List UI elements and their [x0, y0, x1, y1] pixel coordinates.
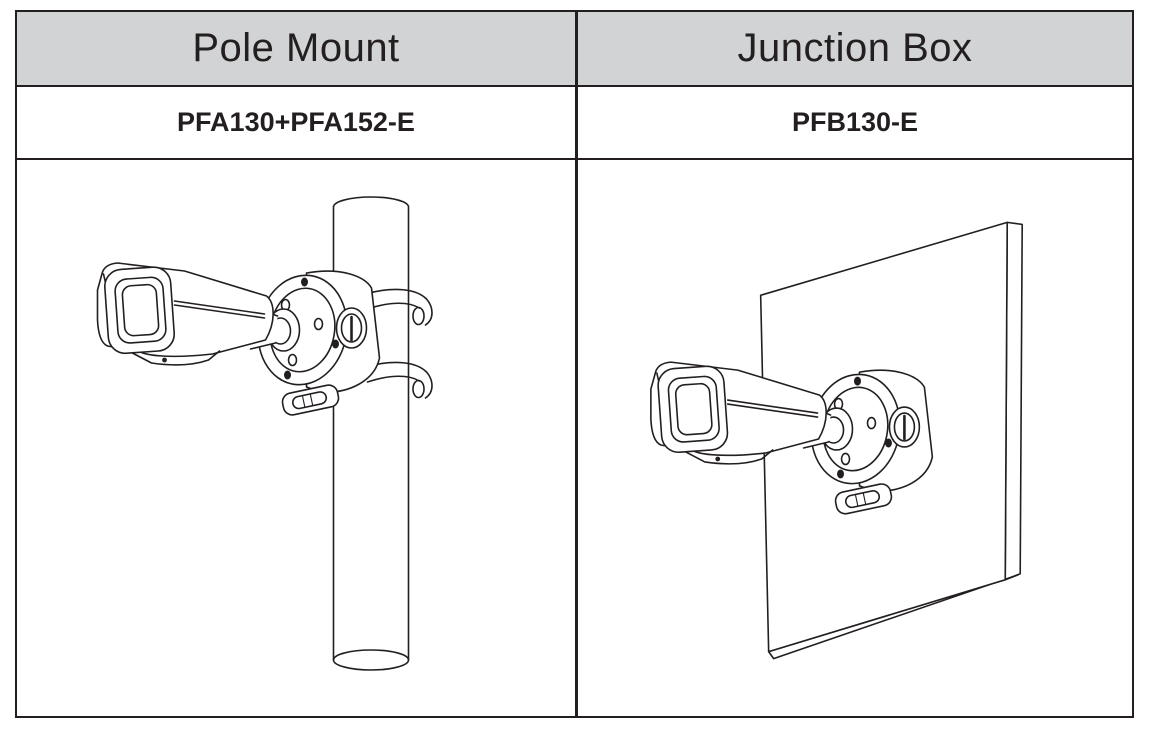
pole-straps	[364, 288, 433, 399]
camera-body	[650, 361, 827, 465]
junction-box-figure	[650, 221, 1023, 660]
mount-options-table: Pole Mount Junction Box PFA130+PFA152-E …	[15, 10, 1134, 718]
camera-on-junction-box	[96, 262, 381, 416]
camera-body	[96, 262, 274, 366]
camera-lens	[104, 266, 176, 355]
pole	[332, 196, 410, 671]
camera-on-junction-box	[650, 361, 934, 515]
header-cell-pole-mount: Pole Mount	[17, 12, 575, 85]
cable-clip	[834, 483, 893, 515]
model-cell-junction-box: PFB130-E	[575, 85, 1132, 158]
header-cell-junction-box: Junction Box	[575, 12, 1132, 85]
pole-mount-model-label: PFA130+PFA152-E	[177, 107, 415, 137]
camera-lens	[657, 365, 729, 454]
figure-cell-junction-box	[575, 158, 1132, 716]
model-cell-pole-mount: PFA130+PFA152-E	[17, 85, 575, 158]
cable-clip	[281, 384, 340, 416]
pole-mount-figure	[96, 196, 433, 671]
junction-box-header-label: Junction Box	[737, 26, 973, 70]
figure-cell-pole-mount	[17, 158, 575, 716]
side-screw	[888, 406, 921, 448]
pole-mount-header-label: Pole Mount	[192, 26, 400, 70]
side-screw	[335, 307, 368, 349]
junction-box-model-label: PFB130-E	[791, 107, 919, 137]
